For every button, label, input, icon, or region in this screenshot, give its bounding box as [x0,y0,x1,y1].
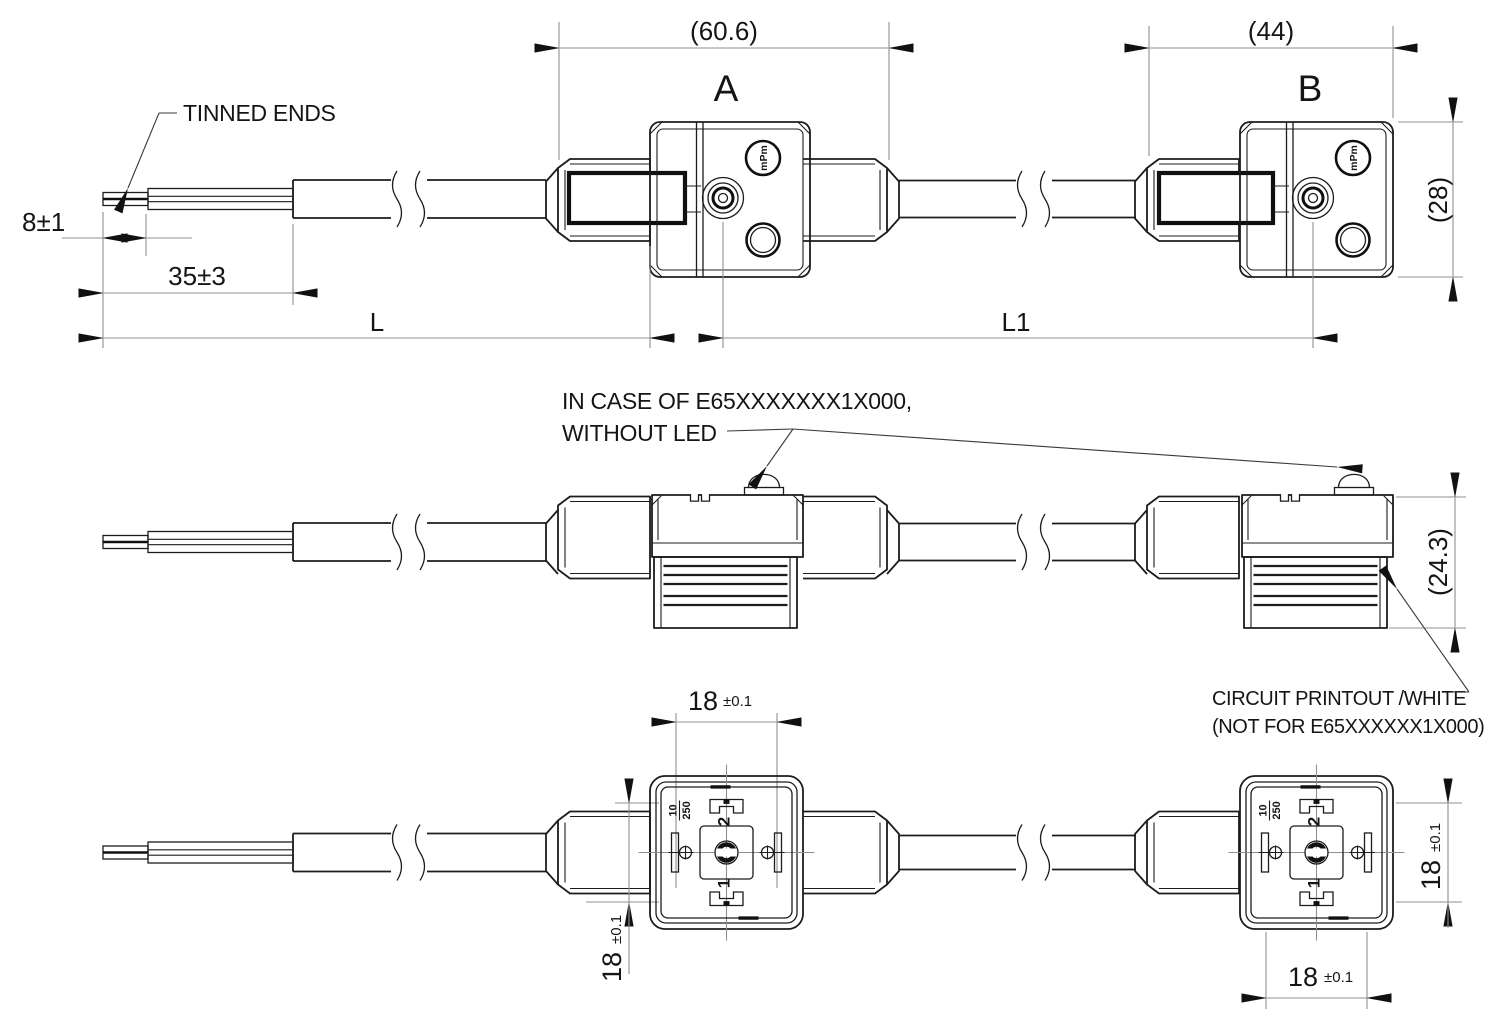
dimension-a-width: (60.6) A [534,16,914,109]
printout-note-line2: (NOT FOR E65XXXXXX1X000) [1212,716,1484,738]
connector-b-label: B [1298,68,1323,109]
dim-tip-length: 8±1 [22,207,65,237]
tinned-wire-end-side [102,530,294,554]
cable-jacket-side [292,513,546,571]
bottom-view: 18 ±0.1 18 ±0.1 18 ±0.1 18 ±0.1 [102,686,1462,1009]
dimension-side-height: (24.3) [1389,472,1466,653]
dim-side-height: (24.3) [1423,528,1453,596]
led-note-line2: WITHOUT LED [562,420,717,446]
dimension-8-1: 8±1 [22,207,192,243]
dim-18-a-left-tol: ±0.1 [608,915,625,944]
connector-a-side [545,473,900,630]
dimension-l: L [78,307,675,343]
dimension-35-3: 35±3 [78,261,318,298]
printout-note-line1: CIRCUIT PRINTOUT /WHITE [1212,688,1466,710]
tinned-ends-label: TINNED ENDS [183,100,336,126]
dim-length-l1: L1 [1002,307,1031,337]
cable-mid-top [899,170,1136,228]
connector-a-body-top [649,121,811,278]
dimension-a-face-height: 18 ±0.1 [597,778,634,982]
connector-a-top [545,121,900,278]
connector-b-top [1134,121,1394,278]
dimension-b-face-width: 18 ±0.1 [1241,962,1392,1003]
dim-strip-length: 35±3 [168,261,226,291]
side-view: IN CASE OF E65XXXXXXX1X000, WITHOUT LED … [102,388,1485,738]
dim-a-width: (60.6) [690,16,758,46]
dim-18-a-top-tol: ±0.1 [723,693,752,710]
connector-a-bottom [545,765,900,941]
note-without-led: IN CASE OF E65XXXXXXX1X000, WITHOUT LED [562,388,1363,490]
dim-18-a-top: 18 [688,686,718,716]
connector-b-face [1229,765,1405,941]
led-note-line1: IN CASE OF E65XXXXXXX1X000, [562,388,912,414]
dimension-a-face-width: 18 ±0.1 [651,686,802,727]
dimension-l1: L1 [698,307,1338,343]
dim-18-b-bottom-tol: ±0.1 [1324,969,1353,986]
top-view: TINNED ENDS 8±1 35±3 L L1 (60.6) A [22,16,1463,348]
connector-a-label: A [714,68,739,109]
cable-gland-a [566,170,688,226]
note-circuit-printout: CIRCUIT PRINTOUT /WHITE (NOT FOR E65XXXX… [1212,565,1485,738]
connector-b-side [1134,473,1394,630]
dimension-b-height: (28) [1423,97,1458,302]
dim-18-a-left: 18 [597,952,627,982]
cable-mid-bottom [899,823,1136,882]
cable-jacket-bottom [292,823,546,882]
dim-18-b-bottom: 18 [1288,962,1318,992]
dimension-b-width: (44) B [1124,16,1418,109]
dim-b-height: (28) [1423,177,1453,223]
cable-gland-b [1156,170,1276,226]
tinned-wire-end-bottom [102,841,294,864]
cable-mid-side [899,513,1136,571]
dimension-b-face-height: 18 ±0.1 [1416,778,1453,928]
dimension-extension-lines-bottom [586,713,1462,1009]
dim-length-l: L [370,307,384,337]
dim-18-b-right-tol: ±0.1 [1427,823,1444,852]
connector-b-bottom [1134,765,1405,941]
dim-18-b-right: 18 [1416,860,1446,890]
dim-b-width: (44) [1248,16,1294,46]
tinned-wire-end-top [102,187,294,211]
connector-a-face [639,765,815,941]
cable-jacket-top [292,170,546,228]
connector-b-body-top [1239,121,1394,278]
dimension-tinned-ends: TINNED ENDS [114,100,336,214]
